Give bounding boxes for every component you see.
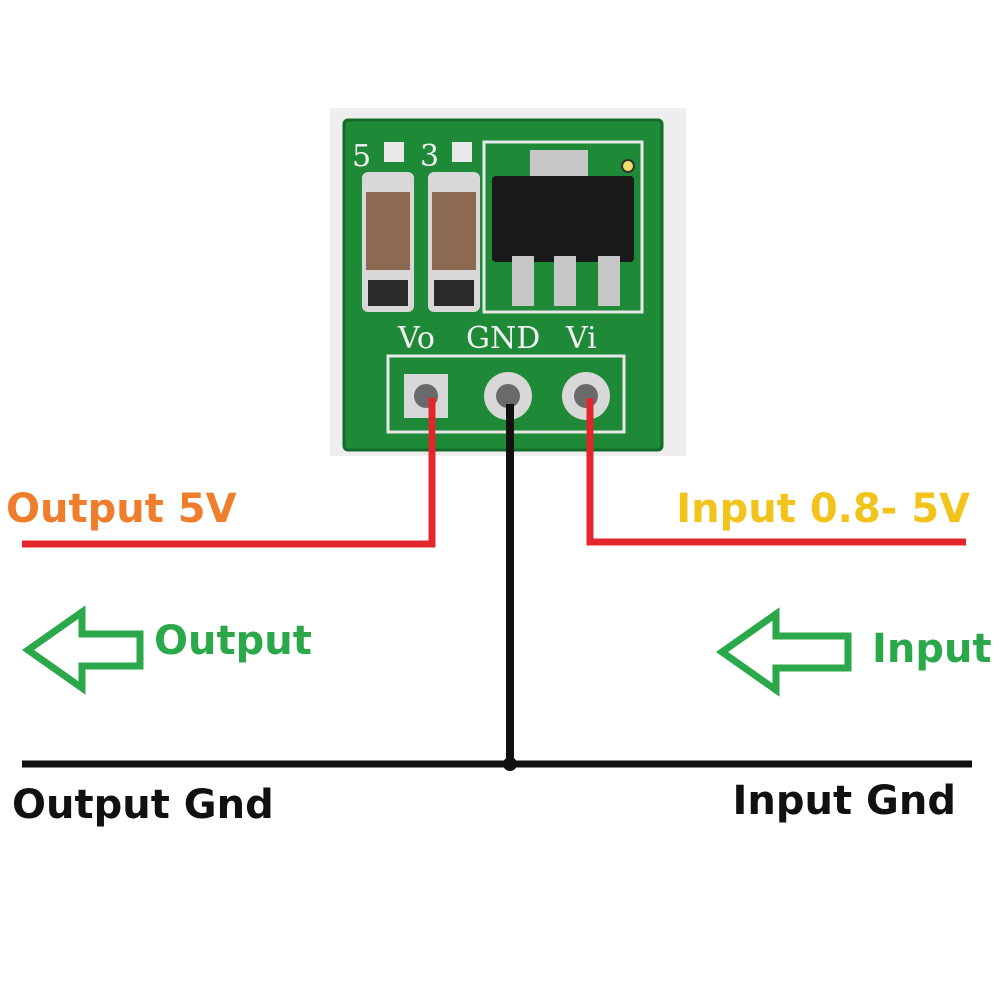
pin-pad-vo[interactable] bbox=[404, 374, 448, 418]
jumper-label-3: 3 bbox=[420, 139, 439, 174]
output-gnd-label: Output Gnd bbox=[12, 782, 274, 828]
wire-input-positive bbox=[586, 398, 966, 546]
pcb-board-shade bbox=[342, 118, 664, 452]
regulator-chip bbox=[492, 176, 634, 262]
chip-tab bbox=[530, 150, 588, 180]
pin-pad-gnd[interactable] bbox=[484, 372, 532, 420]
pin-label-gnd: GND bbox=[466, 321, 540, 356]
input-direction-label: Input bbox=[872, 626, 992, 672]
ground-junction bbox=[503, 757, 517, 771]
wire-output-positive bbox=[22, 398, 436, 548]
chip-outline bbox=[482, 140, 644, 314]
pin-label-vo: Vo bbox=[397, 321, 435, 356]
input-voltage-label: Input 0.8- 5V bbox=[676, 486, 970, 532]
chip-leg-2 bbox=[554, 256, 576, 306]
pin-pad-vi[interactable] bbox=[562, 372, 610, 420]
jumper-pad-3[interactable] bbox=[452, 142, 472, 162]
pin-label-vi: Vi bbox=[565, 321, 597, 356]
jumper-label-5: 5 bbox=[352, 139, 371, 174]
capacitor-right bbox=[428, 172, 480, 312]
input-arrow-icon bbox=[715, 607, 852, 697]
pcb-module: 5 3 Vo GND Vi bbox=[342, 118, 664, 452]
output-direction-label: Output bbox=[154, 618, 312, 664]
input-gnd-label: Input Gnd bbox=[733, 778, 956, 824]
chip-leg-3 bbox=[598, 256, 620, 306]
output-voltage-label: Output 5V bbox=[6, 486, 237, 532]
pin1-marker bbox=[621, 159, 635, 173]
chip-leg-1 bbox=[512, 256, 534, 306]
jumper-pad-5[interactable] bbox=[384, 142, 404, 162]
output-arrow-icon bbox=[21, 605, 144, 695]
capacitor-left bbox=[362, 172, 414, 312]
